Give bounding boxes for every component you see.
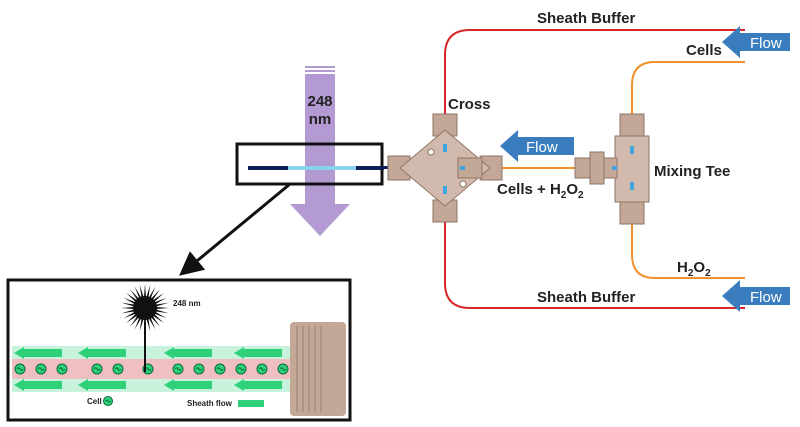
h2o2-label: H2O2 (677, 259, 711, 279)
cells-h2o2-label: Cells + H2O2 (497, 181, 584, 201)
sheath-flow-arrow (234, 347, 282, 359)
sheath-line-top (444, 29, 745, 115)
inset-fitting-nut (290, 322, 346, 416)
sheath-buffer-bottom-label: Sheath Buffer (537, 289, 636, 306)
sheath-arrows-top (14, 347, 282, 359)
laser-burst-icon (121, 284, 169, 332)
laser-label-248: 248 (307, 93, 332, 110)
cell-icon-squiggle (93, 367, 101, 371)
capillary-dark-right (356, 166, 384, 170)
sheath-flow-arrow (234, 379, 282, 391)
sheath-flow-arrow (78, 347, 126, 359)
laser-beam (290, 66, 350, 236)
flow-arrow-bottom: Flow (722, 280, 790, 312)
inset-laser-label: 248 nm (173, 299, 201, 308)
sheath-buffer-top-label: Sheath Buffer (537, 10, 636, 27)
capillary-box (235, 142, 384, 186)
cells-line (631, 61, 745, 120)
cell-icon-squiggle (114, 367, 122, 371)
capillary-window (288, 166, 356, 170)
sheath-flow-arrow (164, 347, 212, 359)
cross-label: Cross (448, 96, 491, 113)
cell-icon-squiggle (174, 367, 182, 371)
cell-icon-squiggle (195, 367, 203, 371)
sheath-flow-arrow (14, 379, 62, 391)
cell-icon-squiggle (237, 367, 245, 371)
svg-text:Flow: Flow (750, 289, 782, 306)
cell-icon-squiggle (216, 367, 224, 371)
zoom-arrow (179, 182, 291, 276)
cell-icon-squiggle (279, 367, 287, 371)
sheath-flow-arrow (78, 379, 126, 391)
cell-icon-squiggle (58, 367, 66, 371)
mixing-tee-label: Mixing Tee (654, 163, 730, 180)
mixing-tee (574, 113, 650, 225)
h2o2-line (631, 215, 745, 279)
legend-cell-icon (103, 396, 113, 406)
cross-fitting (387, 113, 503, 223)
capillary-dark-left (248, 166, 288, 170)
sheath-flow-arrow (164, 379, 212, 391)
legend-sheath-swatch (238, 400, 264, 407)
flow-arrow-mid: Flow (500, 130, 574, 162)
flow-arrow-top: Flow (722, 26, 790, 58)
legend-sheath-label: Sheath flow (187, 399, 233, 408)
sheath-arrows-bottom (14, 379, 282, 391)
cell-icon-squiggle (16, 367, 24, 371)
inset-nut-grooves (296, 326, 322, 412)
legend-cell-label: Cell (87, 397, 102, 406)
cell-icon-squiggle (258, 367, 266, 371)
sheath-flow-arrow (14, 347, 62, 359)
svg-text:Flow: Flow (750, 35, 782, 52)
cell-icon-squiggle (37, 367, 45, 371)
cells-label: Cells (686, 42, 722, 59)
svg-text:Flow: Flow (526, 139, 558, 156)
cells-row (14, 363, 289, 375)
sheath-line-bottom (444, 220, 745, 309)
laser-burst-core (133, 296, 157, 320)
laser-label-nm: nm (309, 111, 332, 128)
